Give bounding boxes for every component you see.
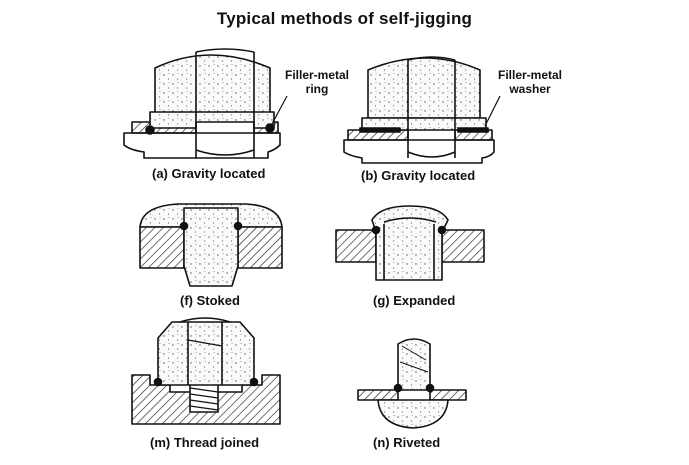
caption-b: (b) Gravity located bbox=[361, 168, 476, 183]
caption-a: (a) Gravity located bbox=[152, 166, 266, 181]
label-filler-metal-ring: Filler-metal ring bbox=[277, 68, 357, 96]
figure-g-expanded bbox=[335, 205, 485, 281]
label-line1: Filler-metal bbox=[284, 68, 350, 82]
caption-g: (g) Expanded bbox=[373, 293, 456, 308]
caption-m: (m) Thread joined bbox=[150, 435, 260, 450]
label-filler-metal-washer: Filler-metal washer bbox=[488, 68, 572, 96]
label-line2: ring bbox=[305, 82, 329, 96]
caption-f: (f) Stoked bbox=[180, 293, 240, 308]
diagram-title: Typical methods of self-jigging bbox=[216, 9, 473, 28]
figure-f-stoked bbox=[139, 203, 283, 287]
label-line2: washer bbox=[509, 82, 551, 96]
figure-n-riveted bbox=[357, 338, 467, 429]
figure-b-gravity-located-washer bbox=[343, 56, 501, 164]
figure-m-thread-joined bbox=[131, 317, 281, 425]
label-line1: Filler-metal bbox=[497, 68, 563, 82]
caption-n: (n) Riveted bbox=[373, 435, 441, 450]
figure-a-gravity-located-ring bbox=[123, 48, 288, 159]
